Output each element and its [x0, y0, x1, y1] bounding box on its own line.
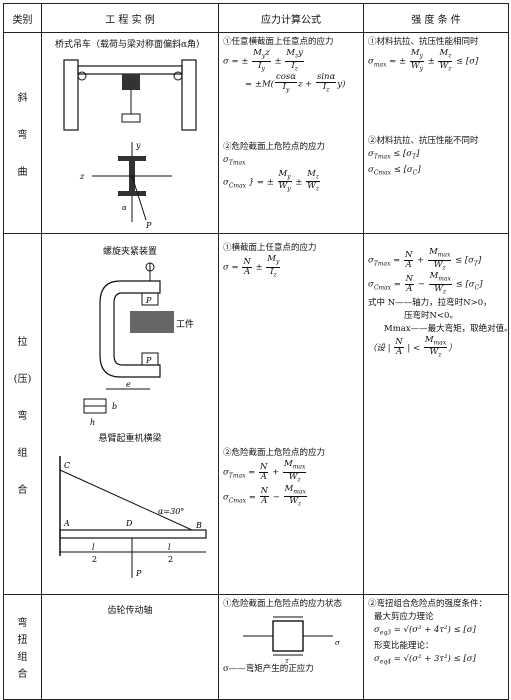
- cat-char: 组: [17, 447, 28, 459]
- cat-char: 合: [17, 484, 28, 496]
- strength-title: ①材料抗拉、抗压性能相同时: [368, 37, 479, 47]
- row-tension-bending: 拉 (压) 弯 组 合 螺旋夹紧装置 P 工件 P e: [3, 233, 511, 595]
- cat-char: 拉: [17, 336, 28, 348]
- note-M: Mmax——最大弯矩，取绝对值。: [384, 323, 511, 334]
- row-oblique-bending: 斜 弯 曲 桥式吊车（载荷与梁对称面偏斜α角） y: [3, 32, 509, 234]
- label-h: h: [90, 418, 95, 427]
- category-tension: 拉 (压) 弯 组 合: [3, 233, 42, 595]
- cat-char: 弯: [17, 618, 28, 629]
- label-b: b: [112, 402, 117, 411]
- category-torsion: 弯 扭 组 合: [3, 594, 42, 700]
- label-P: P: [145, 296, 152, 305]
- label-l: l: [92, 543, 95, 552]
- label-z: z: [79, 172, 85, 181]
- label-P: P: [145, 221, 152, 230]
- stress-element-diagram: σ τ: [243, 616, 340, 663]
- label-half: 2: [168, 555, 173, 564]
- label-B: B: [195, 521, 202, 530]
- example-oblique: 桥式吊车（载荷与梁对称面偏斜α角） y z α P: [41, 32, 219, 234]
- strength-expr: σTmax ≤ [σT]: [368, 149, 420, 162]
- cat-char: 弯: [17, 410, 28, 422]
- formula-title: ①任意横截面上任意点的应力: [223, 37, 334, 47]
- header-category: 类别: [3, 3, 42, 33]
- strength-title: ②材料抗拉、抗压性能不同时: [368, 136, 479, 147]
- note-N: N——轴力，拉弯时N>0，: [387, 297, 492, 308]
- strength-title: ②弯扭组合危险点的强度条件：: [368, 599, 488, 609]
- example-title: 桥式吊车（载荷与梁对称面偏斜α角）: [54, 40, 206, 50]
- category-oblique: 斜 弯 曲: [3, 32, 42, 234]
- note-N2: 压弯时N<0。: [404, 310, 458, 321]
- example-torsion: 齿轮传动轴: [41, 594, 219, 700]
- cat-char: 弯: [17, 129, 28, 141]
- formula-title: ②危险截面上危险点的应力: [223, 448, 326, 459]
- formula-note: σ——弯矩产生的正应力: [223, 664, 314, 674]
- example-title: 悬臂起重机横梁: [98, 434, 162, 444]
- formula-title: ②危险截面上危险点的应力: [223, 142, 326, 153]
- example-title: 齿轮传动轴: [107, 606, 153, 616]
- header-row: 类别 工 程 实 例 应力计算公式 强 度 条 件: [3, 3, 509, 33]
- label-y: y: [135, 141, 141, 150]
- formula-title: ①危险截面上危险点的应力状态: [223, 599, 343, 609]
- note-set: （设: [368, 343, 386, 354]
- cat-char: 曲: [17, 166, 28, 178]
- formula-title: ①横截面上任意点的应力: [223, 243, 317, 253]
- svg-text:τ: τ: [285, 657, 289, 663]
- label-A: A: [63, 519, 70, 528]
- strength-expr: σeq4 = √(σ² + 3τ²) ≤ [σ]: [374, 653, 476, 666]
- label-D: D: [125, 519, 133, 528]
- label-P: P: [135, 569, 142, 578]
- strength-torsion: ②弯扭组合危险点的强度条件： 最大剪应力理论 σeq3 = √(σ² + 4τ²…: [363, 594, 509, 700]
- label-e: e: [126, 380, 131, 389]
- example-tension: 螺旋夹紧装置 P 工件 P e b h 悬臂起重机横梁: [41, 233, 219, 595]
- label-alpha30: α=30°: [158, 507, 184, 516]
- crane-diagram: y z α P: [63, 59, 197, 230]
- formula-expr: σTmax: [223, 155, 246, 167]
- strength-expr: σeq3 = √(σ² + 4τ²) ≤ [σ]: [374, 625, 476, 637]
- cat-char: (压): [13, 373, 32, 385]
- cat-char: 合: [17, 669, 28, 680]
- cat-char: 扭: [17, 635, 28, 646]
- label-P: P: [145, 356, 152, 365]
- label-alpha: α: [122, 204, 127, 212]
- label-l: l: [168, 543, 171, 552]
- cat-char: 斜: [17, 92, 28, 104]
- header-formula: 应力计算公式: [218, 3, 364, 33]
- workpiece-label: 工件: [176, 318, 194, 330]
- crane-beam-diagram: C A D B α=30° P l 2 l 2: [59, 456, 207, 578]
- svg-text:σ: σ: [335, 639, 340, 647]
- clamp-diagram: P 工件 P e b h: [83, 262, 194, 427]
- note-prefix: 式中: [368, 297, 386, 308]
- header-strength: 强 度 条 件: [363, 3, 509, 33]
- cat-char: 组: [17, 652, 28, 663]
- row-bending-torsion: 弯 扭 组 合 齿轮传动轴 ①危险截面上危险点的应力状态 σ τ: [3, 594, 509, 700]
- strength-table: 类别 工 程 实 例 应力计算公式 强 度 条 件 斜 弯 曲 桥式吊车（载荷与…: [3, 3, 511, 700]
- theory2: 形变比能理论：: [374, 640, 434, 651]
- strength-expr: σCmax ≤ [σC]: [368, 165, 421, 177]
- theory1: 最大剪应力理论: [374, 612, 434, 622]
- header-example: 工 程 实 例: [41, 3, 219, 33]
- label-half: 2: [92, 555, 97, 564]
- example-title: 螺旋夹紧装置: [102, 247, 157, 257]
- label-C: C: [64, 461, 70, 470]
- formula-torsion: ①危险截面上危险点的应力状态 σ τ σ——弯矩产生的正应力: [218, 594, 364, 700]
